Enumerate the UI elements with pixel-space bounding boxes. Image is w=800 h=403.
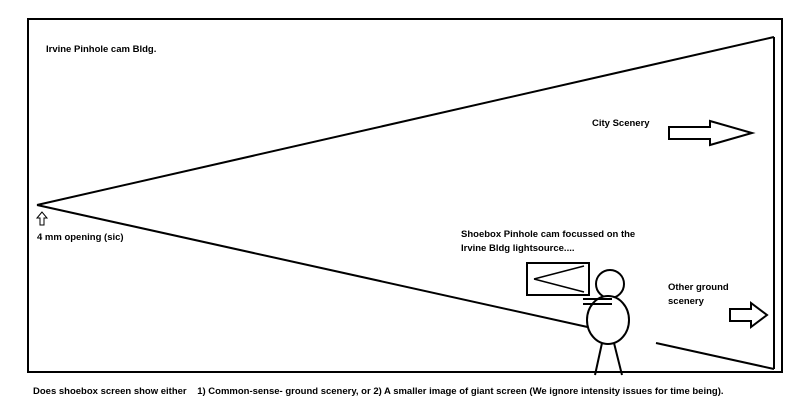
other-ground-label-line2: scenery (668, 296, 705, 307)
shoebox-label-line1: Shoebox Pinhole cam focussed on the (461, 229, 635, 240)
shoebox-camera (526, 262, 590, 296)
up-arrow-icon (35, 211, 49, 226)
cone-lower-edge-left (36, 204, 593, 329)
right-arrow-icon (729, 301, 769, 329)
other-ground-label-line1: Other ground (668, 282, 729, 293)
cone-upper-edge (36, 36, 775, 206)
opening-label: 4 mm opening (sic) (37, 232, 124, 243)
building-outline (27, 18, 783, 373)
caption: Does shoebox screen show either 1) Commo… (33, 386, 724, 397)
shoebox-label-line2: Irvine Bldg lightsource.... (461, 243, 575, 254)
right-arrow-icon (668, 119, 756, 147)
city-scenery-label: City Scenery (592, 118, 650, 129)
cone-lower-edge-right (655, 342, 775, 370)
person-figure (583, 269, 630, 376)
building-title: Irvine Pinhole cam Bldg. (46, 44, 156, 55)
